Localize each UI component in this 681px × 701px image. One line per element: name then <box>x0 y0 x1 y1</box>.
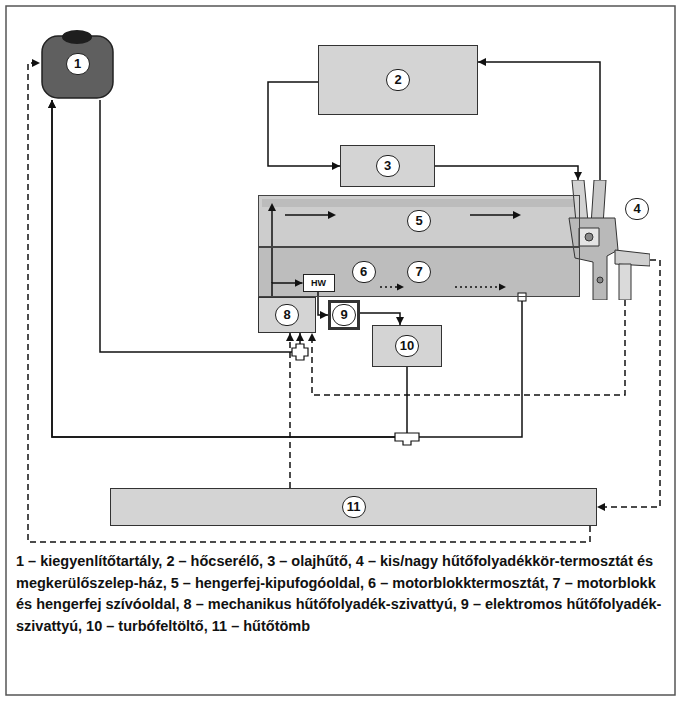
callout-number: 9 <box>332 304 356 326</box>
coolant-pipe <box>478 62 600 180</box>
vent-line <box>312 300 625 395</box>
cylinder-head-band: 5 <box>258 195 580 247</box>
heat-exchanger: 2 <box>318 45 478 115</box>
coolant-pipe <box>318 292 328 316</box>
callout-number: 2 <box>386 69 410 91</box>
thermostat-housing: 4 <box>555 180 650 300</box>
callout-number: 10 <box>395 335 419 357</box>
band-fill <box>258 195 580 247</box>
sensor-square <box>518 293 526 301</box>
vent-line <box>28 63 590 542</box>
tee-fitting <box>395 433 419 445</box>
callout-number: 3 <box>376 155 400 177</box>
cross-fitting <box>292 344 308 360</box>
block-thermostat: 6HW <box>303 274 335 292</box>
turbocharger: 10 <box>372 325 442 367</box>
coolant-pipe <box>272 283 303 297</box>
engine-block-band: 76HW <box>258 247 580 297</box>
frame <box>6 6 675 695</box>
thermostat-label: HW <box>311 278 326 288</box>
vent-line <box>289 333 291 488</box>
coolant-pipe <box>52 100 522 437</box>
mechanical-pump: 8 <box>258 297 316 333</box>
callout-number: 11 <box>342 496 366 518</box>
caption: 1 – kiegyenlítőtartály, 2 – hőcserélő, 3… <box>16 551 664 637</box>
callout-number: 5 <box>407 210 431 232</box>
coolant-pipe <box>360 313 400 325</box>
callout-number: 8 <box>275 304 299 326</box>
expansion-tank: 1 <box>40 28 115 100</box>
band-shade <box>262 199 576 207</box>
electric-pump: 9 <box>328 300 360 330</box>
oil-cooler: 3 <box>340 145 435 187</box>
callout-number: 1 <box>66 53 90 75</box>
callout-number: 7 <box>407 261 431 283</box>
band-fill <box>258 247 580 297</box>
radiator: 11 <box>110 488 597 526</box>
callout-number: 4 <box>625 198 649 220</box>
coolant-pipe <box>435 166 578 180</box>
callout-number: 6 <box>352 261 376 283</box>
